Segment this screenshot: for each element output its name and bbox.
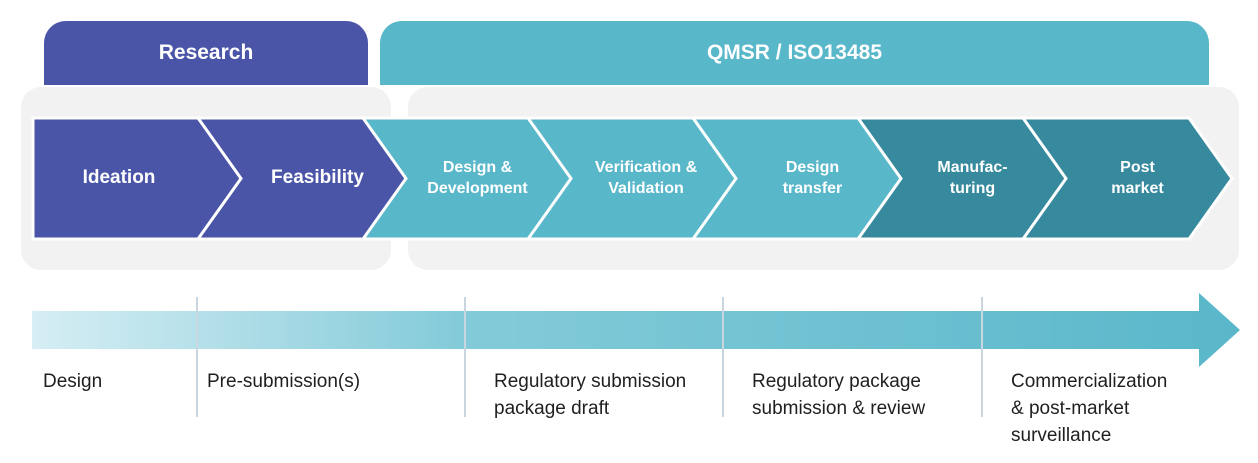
stage-label-verification-validation: Verification & Validation (594, 158, 698, 197)
stage-label-feasibility: Feasibility (271, 167, 364, 189)
stage-label-post-market: Post market (1111, 158, 1164, 197)
stage-label-ideation: Ideation (82, 167, 156, 189)
timeline-divider (196, 297, 198, 417)
chevron-post-market (1020, 116, 1234, 241)
stage-label-design-transfer: Design transfer (782, 158, 843, 197)
qmsr-header: QMSR / ISO13485 (380, 21, 1209, 85)
timeline-arrow-shape (32, 293, 1240, 367)
timeline-divider (464, 297, 466, 417)
phase-label-commercialization: Commercialization & post-market surveill… (1011, 371, 1168, 446)
phase-label-design: Design (43, 371, 103, 392)
phase-label-regulatory-review: Regulatory package submission & review (752, 371, 926, 419)
phase-label-pre-submission: Pre-submission(s) (207, 371, 361, 392)
stage-label-design-development: Design & Development (427, 158, 528, 197)
timeline-divider (722, 297, 724, 417)
timeline-divider (981, 297, 983, 417)
research-header: Research (44, 21, 368, 85)
phase-label-regulatory-draft: Regulatory submission package draft (494, 371, 687, 419)
stage-label-manufacturing: Manufac- turing (937, 158, 1008, 197)
